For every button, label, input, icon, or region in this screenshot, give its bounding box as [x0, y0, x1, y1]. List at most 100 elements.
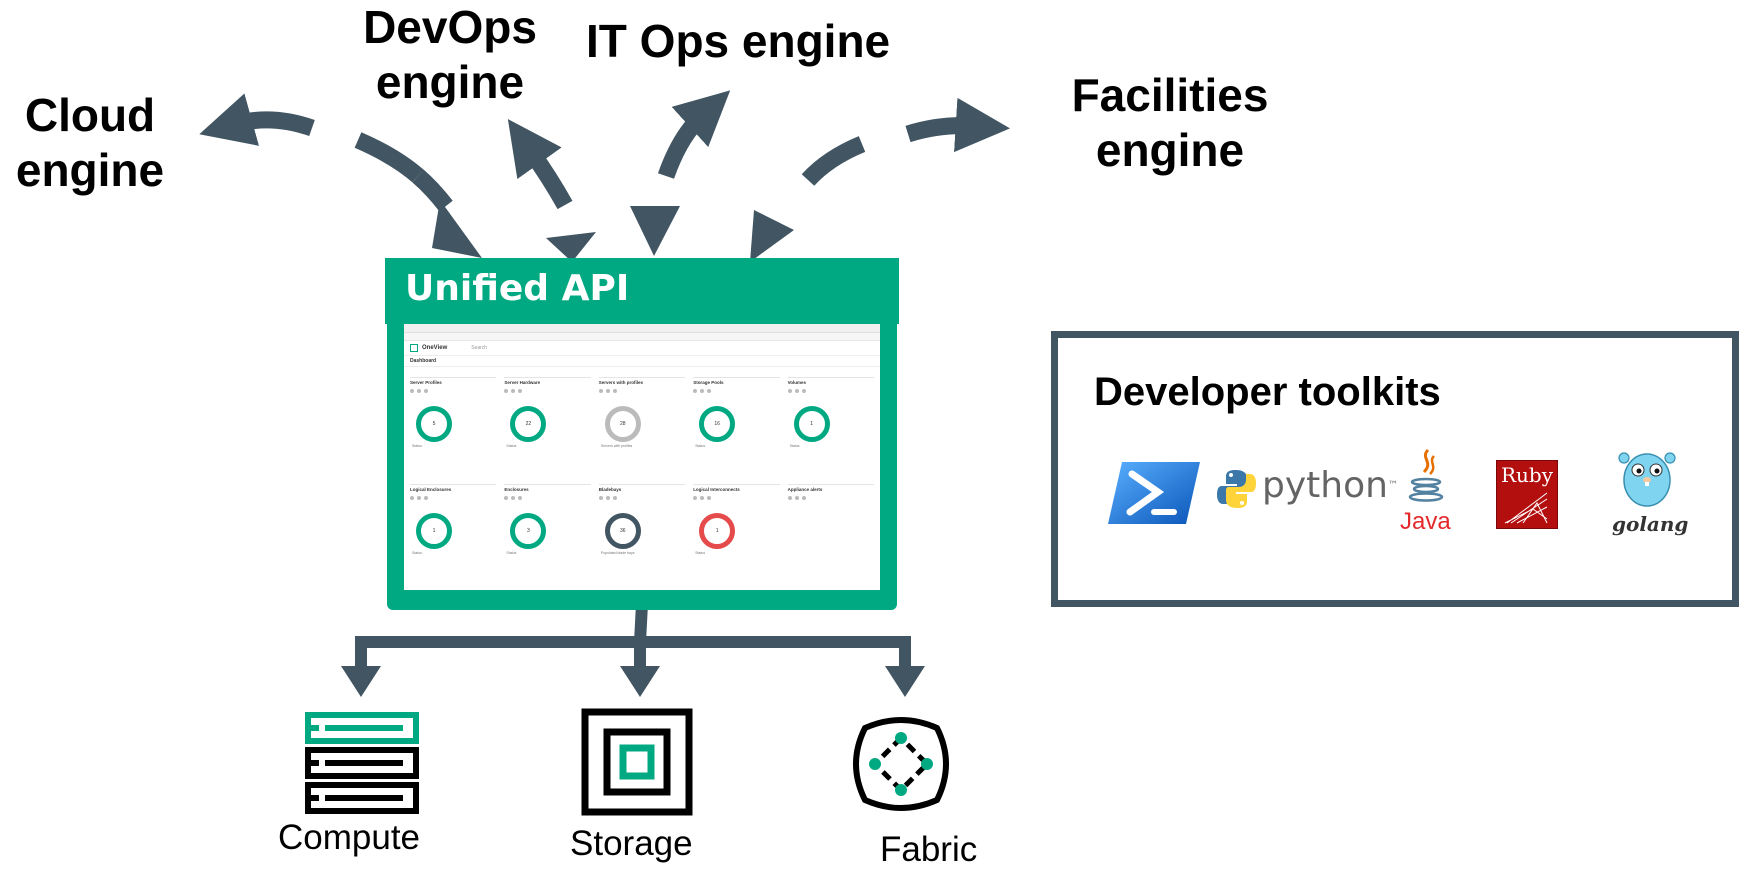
dashboard-card-status-dots: [693, 496, 779, 500]
dashboard-card-status-dots: [598, 496, 685, 500]
arrow-to-facilities-engine: [905, 97, 1011, 153]
facilities-engine-line2: engine: [1095, 124, 1245, 176]
devops-engine-line2: engine: [375, 56, 525, 108]
dashboard-card-donut: 22: [510, 406, 547, 442]
dashboard-card-title: Storage Pools: [693, 380, 724, 385]
dashboard-card-caption: Status: [695, 551, 706, 555]
unified-api-header: [385, 258, 899, 324]
python-text: python: [1262, 465, 1388, 506]
fabric-arrowhead: [885, 666, 925, 697]
java-label: Java: [1400, 508, 1451, 535]
dashboard-card-title: Server Hardware: [504, 380, 541, 385]
dashboard-card: Appliance alerts: [787, 484, 874, 575]
dashboard-card-donut: 28: [604, 406, 641, 442]
dashboard-card-caption: Status: [412, 551, 422, 555]
dashboard-title: Dashboard: [404, 356, 880, 367]
storage-icon: [581, 708, 693, 816]
browser-bookmarks: [404, 333, 880, 341]
arrow-to-cloud-engine: [199, 93, 315, 146]
devops-engine-label: DevOps engine: [355, 0, 545, 110]
gopher-icon: [1618, 452, 1676, 507]
arrow-from-cloud-engine: [354, 132, 424, 183]
arrow-from-facilities-engine: [801, 136, 866, 186]
devops-engine-line1: DevOps: [363, 1, 537, 53]
dashboard-card-title: Servers with profiles: [598, 380, 644, 385]
arrow-from-devops-engine-head: [546, 232, 596, 262]
dashboard-card-caption: Status: [789, 444, 800, 448]
dashboard-card-caption: Status: [695, 444, 706, 448]
dashboard-card-donut: 1: [699, 513, 736, 549]
python-label: python™: [1262, 464, 1398, 508]
dashboard-card-donut: 36: [604, 513, 641, 549]
golang-label: golang: [1612, 512, 1689, 536]
dashboard-card-caption: Servers with profiles: [600, 444, 633, 448]
storage-label: Storage: [570, 824, 693, 863]
dashboard-card-status-dots: [504, 496, 590, 500]
unified-api-title: Unified API: [405, 268, 630, 309]
dashboard-card-donut: 16: [699, 406, 736, 442]
dashboard-card-donut: 5: [416, 406, 452, 442]
dashboard-card-title: Bladebays: [598, 487, 622, 492]
python-icon: [1217, 470, 1256, 508]
dashboard-card-status-dots: [410, 496, 496, 500]
storage-arrowhead: [620, 666, 660, 697]
dashboard-card-title: Logical Interconnects: [693, 487, 740, 492]
dashboard-card-title: Logical Enclosures: [410, 487, 452, 492]
dashboard-card-donut: 1: [793, 406, 830, 442]
dashboard-card-title: Server Profiles: [410, 380, 442, 385]
cloud-engine-line2: engine: [15, 144, 165, 196]
app-name: OneView: [422, 345, 448, 351]
dashboard-card-title: Enclosures: [504, 487, 529, 492]
facilities-engine-line1: Facilities: [1071, 69, 1269, 121]
python-trademark: ™: [1387, 480, 1398, 491]
dashboard-card-donut: 3: [510, 513, 547, 549]
dashboard-card-status-dots: [787, 496, 874, 500]
search-input: Search: [471, 345, 488, 351]
dashboard-card-status-dots: [787, 389, 874, 393]
browser-toolbar: [404, 324, 880, 333]
arrow-from-facilities-engine-head: [750, 210, 794, 262]
fabric-label: Fabric: [880, 830, 978, 869]
compute-label: Compute: [278, 818, 421, 857]
dashboard-card-status-dots: [410, 389, 496, 393]
api-down-connector: [634, 603, 648, 643]
dashboard-card-status-dots: [693, 389, 779, 393]
dashboard-card-title: Volumes: [787, 380, 807, 385]
ruby-label: Ruby: [1500, 463, 1554, 487]
arrow-from-cloud-engine-head: [432, 200, 482, 258]
dashboard-card-status-dots: [598, 389, 685, 393]
developer-toolkits-title: Developer toolkits: [1094, 370, 1441, 414]
dashboard-card-title: Appliance alerts: [787, 487, 823, 492]
itops-engine-line: IT Ops engine: [586, 15, 891, 67]
arrow-from-cloud-engine-tail: [412, 169, 453, 212]
java-icon: [1408, 448, 1444, 502]
arrow-to-devops-engine: [507, 119, 573, 210]
powershell-icon: [1108, 462, 1200, 524]
dashboard-card-caption: Status: [506, 551, 517, 555]
itops-engine-label: IT Ops engine: [586, 14, 891, 69]
arrow-to-itops-engine: [657, 90, 731, 179]
cloud-engine-line1: Cloud: [24, 89, 156, 141]
dashboard-card-caption: Status: [412, 444, 422, 448]
compute-arrowhead: [341, 666, 381, 697]
dashboard-card-status-dots: [504, 389, 590, 393]
app-header: OneView Search: [404, 341, 880, 356]
dashboard-card-caption: Status: [506, 444, 517, 448]
dashboard-card-donut: 1: [416, 513, 452, 549]
facilities-engine-label: Facilities engine: [1060, 68, 1280, 178]
oneview-dashboard-screenshot: OneView Search Dashboard Server Profiles…: [404, 324, 880, 590]
compute-icon: [305, 712, 419, 814]
oneview-logo-icon: [410, 344, 418, 352]
arrow-from-itops-engine-head: [630, 206, 680, 256]
